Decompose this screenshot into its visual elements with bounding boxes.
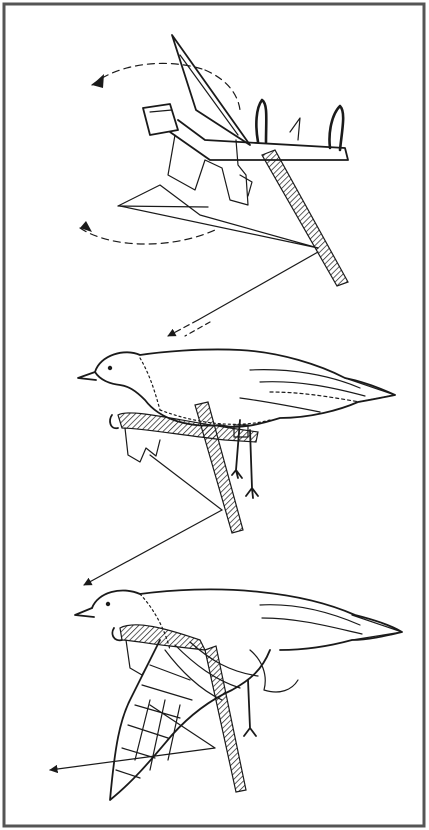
bird-tail bbox=[345, 378, 395, 402]
bird-beak-2 bbox=[75, 608, 94, 617]
bird-eye bbox=[108, 366, 112, 370]
trigger-plate-edge bbox=[180, 55, 238, 135]
wing-feather-bars bbox=[116, 665, 192, 778]
trigger-mechanism-panel bbox=[80, 35, 348, 336]
transition-arrow-2 bbox=[84, 510, 222, 585]
lever-line-3 bbox=[120, 206, 318, 248]
perch-hatched-2 bbox=[120, 625, 205, 650]
trigger-block bbox=[143, 104, 178, 135]
perch-flap bbox=[125, 428, 160, 462]
transition-line bbox=[198, 252, 318, 320]
catch-tooth bbox=[290, 118, 300, 140]
rotation-arc-bottom bbox=[80, 228, 215, 244]
perch-flap-2 bbox=[126, 640, 150, 675]
transition-arrow-dash bbox=[185, 322, 210, 336]
support-stick-2 bbox=[205, 646, 246, 792]
perch-end bbox=[110, 415, 118, 428]
transition-arrow-1 bbox=[168, 320, 198, 336]
prong-right bbox=[329, 106, 343, 150]
wing-line-1 bbox=[250, 370, 360, 388]
prong-left bbox=[256, 100, 266, 142]
wing-line-4 bbox=[240, 398, 320, 412]
arrow-arc-bottom bbox=[80, 221, 92, 232]
bird-beak bbox=[78, 372, 96, 380]
wing-line-3 bbox=[270, 392, 360, 402]
bird-on-perch-panel bbox=[78, 349, 395, 585]
figure-border bbox=[4, 4, 424, 826]
bird-wings-spread-panel bbox=[50, 589, 402, 800]
perch-stick-hatched bbox=[262, 150, 348, 286]
wing-line-6 bbox=[262, 618, 362, 634]
bird-eye-2 bbox=[106, 602, 110, 606]
hanging-flap-fold bbox=[240, 175, 252, 196]
trigger-bar bbox=[170, 120, 348, 160]
trigger-plate bbox=[172, 35, 250, 145]
flap-line-1 bbox=[150, 455, 222, 510]
neck-boundary bbox=[140, 358, 160, 410]
arrow-arc-top bbox=[92, 74, 104, 88]
lever-line-2 bbox=[118, 206, 208, 207]
hanging-flap bbox=[168, 135, 248, 205]
trigger-block-top bbox=[150, 110, 172, 112]
wing-line-5 bbox=[260, 605, 360, 625]
bird-leg-3 bbox=[244, 680, 256, 736]
